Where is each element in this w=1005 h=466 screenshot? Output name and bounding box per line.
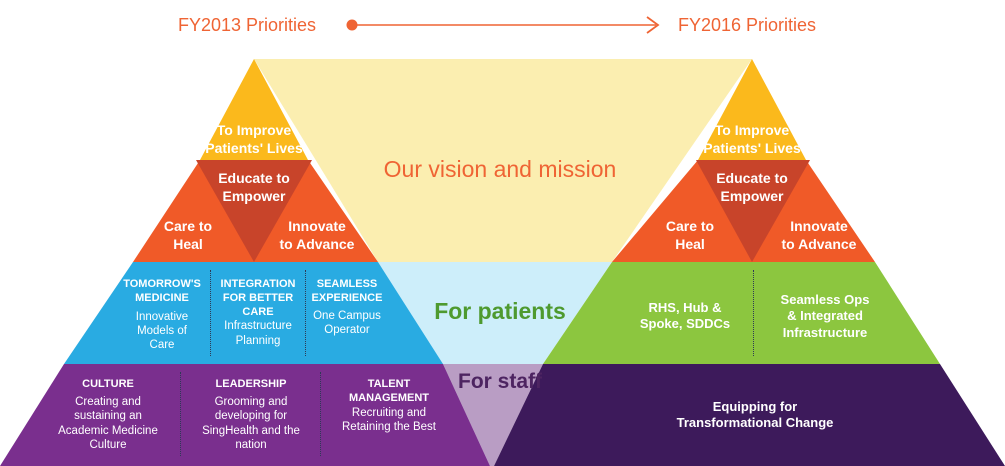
integration-heading-1: INTEGRATION xyxy=(220,278,296,290)
left-innovate-line-2: to Advance xyxy=(279,235,355,252)
right-patients-item-1: RHS, Hub & Spoke, SDDCs xyxy=(620,300,750,333)
right-innovate-line-1: Innovate xyxy=(790,218,848,234)
left-apex-line-1: To Improve xyxy=(216,122,292,138)
left-patients-divider-1 xyxy=(210,270,211,356)
rhs-line-1: RHS, Hub & xyxy=(648,300,722,315)
equipping-line-1: Equipping for xyxy=(712,399,798,414)
left-patients-tier xyxy=(64,262,443,364)
right-care-text: Care to Heal xyxy=(650,218,730,253)
left-educate-line-2: Empower xyxy=(222,187,286,204)
leadership-body-2: developing for xyxy=(214,410,288,423)
left-apex-tier xyxy=(200,59,308,160)
seamless-heading-1: SEAMLESS xyxy=(316,278,378,290)
integration-heading-2: FOR BETTER xyxy=(222,291,294,304)
seamless-ops-line-2: & Integrated xyxy=(787,308,863,324)
culture-body-2: sustaining an xyxy=(74,410,142,423)
left-staff-item-3: TALENT MANAGEMENT Recruiting and Retaini… xyxy=(324,378,454,434)
vision-band xyxy=(254,59,752,262)
left-staff-tier xyxy=(0,364,490,466)
left-middle-center-triangle xyxy=(196,160,312,262)
right-educate-line-2: Empower xyxy=(720,187,784,204)
right-care-line-1: Care to xyxy=(665,218,715,234)
left-apex-line-2: Patients' Lives xyxy=(205,139,303,156)
seamless-heading-2: EXPERIENCE xyxy=(311,291,383,304)
right-educate-line-1: Educate to xyxy=(716,170,788,186)
talent-heading-2: MANAGEMENT xyxy=(348,391,430,404)
tomorrows-medicine-body-2: Models of xyxy=(137,324,187,337)
culture-body-1: Creating and xyxy=(75,395,141,408)
right-apex-line-2: Patients' Lives xyxy=(703,139,801,156)
right-staff-item: Equipping for Transformational Change xyxy=(640,399,870,432)
right-care-line-2: Heal xyxy=(675,235,705,252)
right-apex-tier xyxy=(698,59,806,160)
timeline-start-dot xyxy=(346,19,358,31)
talent-body-2: Retaining the Best xyxy=(342,420,436,433)
seamless-body-1: One Campus xyxy=(313,309,381,322)
fy2013-priorities-label: FY2013 Priorities xyxy=(178,15,317,35)
leadership-body-3: SingHealth and the xyxy=(202,424,300,437)
culture-body-4: Culture xyxy=(89,438,127,451)
left-staff-item-2: LEADERSHIP Grooming and developing for S… xyxy=(184,378,318,452)
right-apex-line-1: To Improve xyxy=(714,122,790,138)
seamless-body-2: Operator xyxy=(324,323,370,336)
right-apex-text: To Improve Patients' Lives xyxy=(693,122,811,157)
integration-body-2: Planning xyxy=(235,334,281,347)
left-innovate-text: Innovate to Advance xyxy=(272,218,362,253)
left-staff-item-1: CULTURE Creating and sustaining an Acade… xyxy=(44,378,172,452)
left-apex-text: To Improve Patients' Lives xyxy=(195,122,313,157)
left-care-text: Care to Heal xyxy=(148,218,228,253)
left-staff-divider-1 xyxy=(180,372,181,456)
culture-body-3: Academic Medicine xyxy=(58,424,158,437)
left-educate-line-1: Educate to xyxy=(218,170,290,186)
right-patients-tier xyxy=(543,262,940,364)
tomorrows-medicine-heading-1: TOMORROW'S xyxy=(123,278,201,290)
seamless-ops-line-3: Infrastructure xyxy=(782,324,868,340)
fy2016-priorities-label: FY2016 Priorities xyxy=(678,15,817,35)
vision-mission-label: Our vision and mission xyxy=(383,156,617,182)
integration-heading-3: CARE xyxy=(242,305,274,318)
left-educate-text: Educate to Empower xyxy=(195,170,313,205)
left-patients-item-1: TOMORROW'S MEDICINE Innovative Models of… xyxy=(116,278,208,353)
timeline-arrow-head xyxy=(646,16,660,34)
culture-heading: CULTURE xyxy=(82,378,134,390)
patients-band xyxy=(378,262,612,364)
leadership-body-1: Grooming and xyxy=(214,395,288,408)
equipping-line-2: Transformational Change xyxy=(676,415,834,431)
right-innovate-line-2: to Advance xyxy=(781,235,857,252)
left-patients-divider-2 xyxy=(305,270,306,356)
left-patients-item-2: INTEGRATION FOR BETTER CARE Infrastructu… xyxy=(212,278,304,348)
leadership-heading: LEADERSHIP xyxy=(215,378,287,390)
tomorrows-medicine-body-1: Innovative xyxy=(135,310,189,323)
rhs-line-2: Spoke, SDDCs xyxy=(639,316,731,332)
right-middle-center-triangle xyxy=(696,160,810,262)
right-innovate-text: Innovate to Advance xyxy=(773,218,865,253)
talent-body-1: Recruiting and xyxy=(351,406,427,419)
integration-body-1: Infrastructure xyxy=(224,320,292,333)
right-staff-tier xyxy=(494,364,1005,466)
left-staff-divider-2 xyxy=(320,372,321,456)
left-patients-item-3: SEAMLESS EXPERIENCE One Campus Operator xyxy=(302,278,392,337)
right-patients-item-2: Seamless Ops & Integrated Infrastructure xyxy=(757,292,893,341)
leadership-body-4: nation xyxy=(235,438,267,451)
right-patients-divider xyxy=(753,270,754,356)
left-innovate-line-1: Innovate xyxy=(288,218,346,234)
left-care-line-1: Care to xyxy=(163,218,213,234)
right-educate-text: Educate to Empower xyxy=(693,170,811,205)
tomorrows-medicine-body-3: Care xyxy=(149,339,175,352)
for-staff-label: For staff xyxy=(458,370,542,393)
talent-heading-1: TALENT xyxy=(367,378,411,390)
left-care-line-2: Heal xyxy=(173,235,203,252)
for-patients-label: For patients xyxy=(434,298,566,324)
tomorrows-medicine-heading-2: MEDICINE xyxy=(135,291,189,304)
staff-band xyxy=(443,364,543,466)
seamless-ops-line-1: Seamless Ops xyxy=(780,292,870,307)
